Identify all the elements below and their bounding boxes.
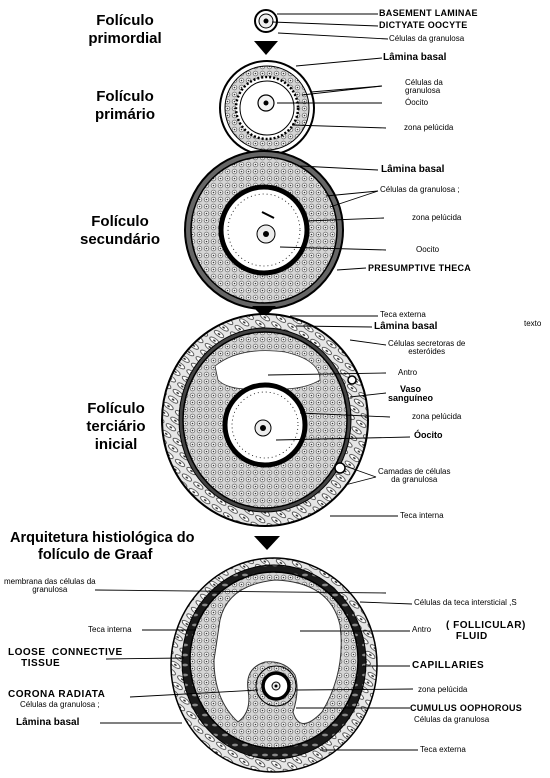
stage-title-line: Folículo xyxy=(60,12,190,30)
label-celulas-secretoras: Células secretoras de esteróides xyxy=(388,340,465,357)
label-presumptive-theca: PRESUMPTIVE THECA xyxy=(368,264,471,273)
stage-title-line: Folículo xyxy=(65,88,185,106)
label-celulas-granulosa: Células da granulosa ; xyxy=(20,701,100,709)
label-lamina-basal: Lâmina basal xyxy=(374,322,437,333)
stage-title-primordial: Folículo primordial xyxy=(60,12,190,48)
stage-title-line: Folículo xyxy=(60,213,180,231)
graaf-title-line: folículo de Graaf xyxy=(10,547,225,564)
label-lamina-basal: Lâmina basal xyxy=(383,53,446,64)
graaf-title: Arquitetura histiológica do folículo de … xyxy=(10,530,225,565)
primordial-follicle xyxy=(255,10,277,32)
early-tertiary-follicle xyxy=(162,314,368,526)
label-vaso-sanguineo: Vaso sanguíneo xyxy=(388,385,433,404)
label-cumulus-oophorous: CUMULUS OOPHOROUS xyxy=(410,704,522,713)
label-dictyate-oocyte: DICTYATE OOCYTE xyxy=(379,21,468,30)
label-texto: texto xyxy=(524,320,541,328)
label-membrana-granulosa: membrana das células da granulosa xyxy=(4,578,96,595)
label-lamina-basal: Lâmina basal xyxy=(381,165,444,176)
label-celulas-granulosa: Células da granulosa xyxy=(414,716,489,724)
primary-follicle xyxy=(220,61,314,155)
arrow-down-icon xyxy=(254,536,280,550)
stage-title-secondary: Folículo secundário xyxy=(60,213,180,249)
stage-title-line: primordial xyxy=(60,30,190,48)
label-zona-pelucida: zona pelúcida xyxy=(412,214,461,222)
label-basement-laminae: BASEMENT LAMINAE xyxy=(379,9,478,18)
graafian-follicle xyxy=(171,558,377,772)
label-zona-pelucida: zona pelúcida xyxy=(412,413,461,421)
secondary-follicle xyxy=(185,151,343,309)
label-corona-radiata: CORONA RADIATA xyxy=(8,690,105,701)
label-celulas-granulosa: Células da granulosa xyxy=(389,35,464,43)
label-loose-connective-tissue: LOOSE CONNECTIVE TISSUE xyxy=(8,648,123,669)
label-oocito: Óocito xyxy=(405,99,428,107)
label-lamina-basal: Lâmina basal xyxy=(16,718,79,729)
label-celulas-granulosa: Células da granulosa xyxy=(405,79,443,96)
label-antro: Antro xyxy=(412,626,431,634)
stage-title-line: primário xyxy=(65,106,185,124)
label-celulas-granulosa: Células da granulosa ; xyxy=(380,186,460,194)
label-teca-interna: Teca interna xyxy=(88,626,132,634)
stage-title-line: Folículo xyxy=(56,400,176,418)
stage-title-early-tertiary: Folículo terciário inicial xyxy=(56,400,176,454)
stage-title-line: secundário xyxy=(60,231,180,249)
label-teca-externa: Teca externa xyxy=(420,746,466,754)
label-oocito: Oocito xyxy=(416,246,439,254)
stage-title-line: terciário xyxy=(56,418,176,436)
label-oocito: Óocito xyxy=(414,431,443,440)
label-zona-pelucida: zona pelúcida xyxy=(404,124,453,132)
label-teca-interna: Teca interna xyxy=(400,512,444,520)
label-teca-externa: Teca externa xyxy=(380,311,426,319)
arrow-down-icon xyxy=(254,41,278,55)
label-celulas-teca-intersticial: Células da teca intersticial ,S xyxy=(414,599,517,607)
label-follicular-fluid: ( FOLLICULAR) FLUID xyxy=(446,621,526,642)
label-capillaries: CAPILLARIES xyxy=(412,661,484,672)
label-zona-pelucida: zona pelúcida xyxy=(418,686,467,694)
label-antro: Antro xyxy=(398,369,417,377)
graaf-title-line: Arquitetura histiológica do xyxy=(10,530,225,547)
label-camadas-granulosa: Camadas de células da granulosa xyxy=(378,468,450,485)
stage-title-primary: Folículo primário xyxy=(65,88,185,124)
stage-title-line: inicial xyxy=(56,436,176,454)
